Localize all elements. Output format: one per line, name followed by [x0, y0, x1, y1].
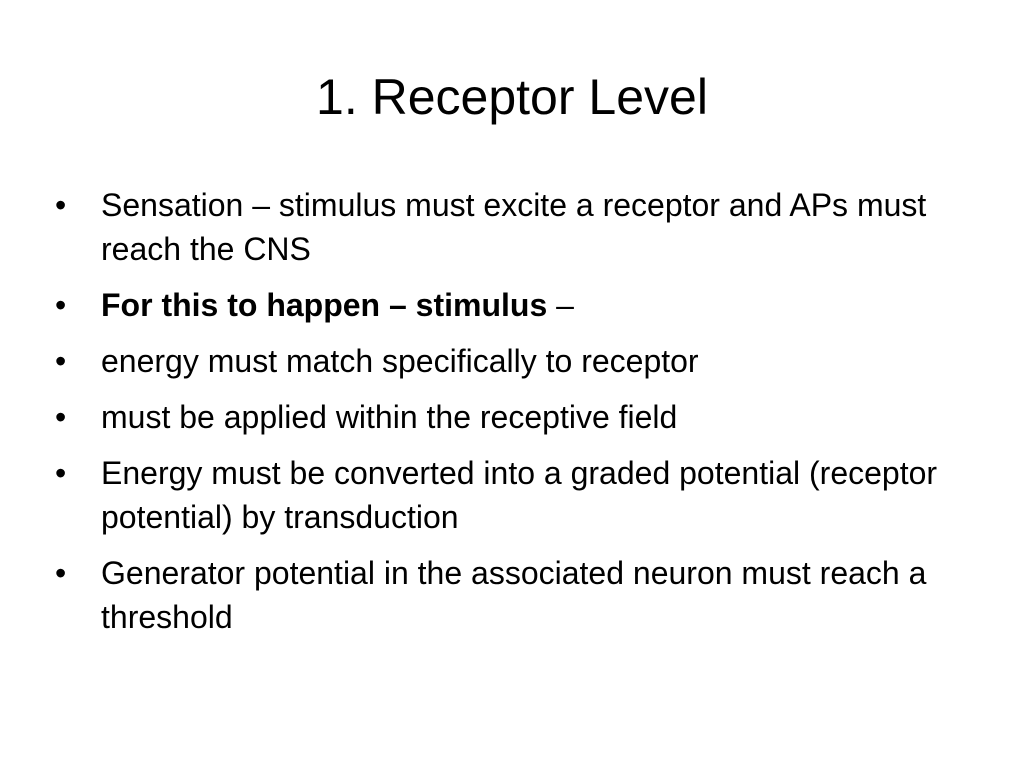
slide-title: 1. Receptor Level [316, 69, 708, 125]
bullet-item-2: • For this to happen – stimulus – [55, 283, 975, 327]
bullet-item-3: • energy must match specifically to rece… [55, 339, 975, 383]
bullet-icon: • [55, 399, 67, 435]
bullet-text-bold: For this to happen – stimulus [101, 287, 548, 323]
bullet-icon: • [55, 287, 67, 323]
bullet-item-6: • Generator potential in the associated … [55, 551, 975, 639]
bullet-icon: • [55, 555, 67, 591]
bullet-text-rest: – [547, 287, 574, 323]
bullet-item-5: • Energy must be converted into a graded… [55, 451, 975, 539]
bullet-item-1: • Sensation – stimulus must excite a rec… [55, 183, 975, 271]
bullet-icon: • [55, 187, 67, 223]
bullet-text: Generator potential in the associated ne… [101, 555, 927, 635]
bullet-text: energy must match specifically to recept… [101, 343, 699, 379]
bullet-icon: • [55, 343, 67, 379]
bullet-icon: • [55, 455, 67, 491]
bullet-list: • Sensation – stimulus must excite a rec… [55, 183, 975, 651]
bullet-item-4: • must be applied within the receptive f… [55, 395, 975, 439]
bullet-text: must be applied within the receptive fie… [101, 399, 678, 435]
bullet-text: Sensation – stimulus must excite a recep… [101, 187, 927, 267]
bullet-text: Energy must be converted into a graded p… [101, 455, 938, 535]
